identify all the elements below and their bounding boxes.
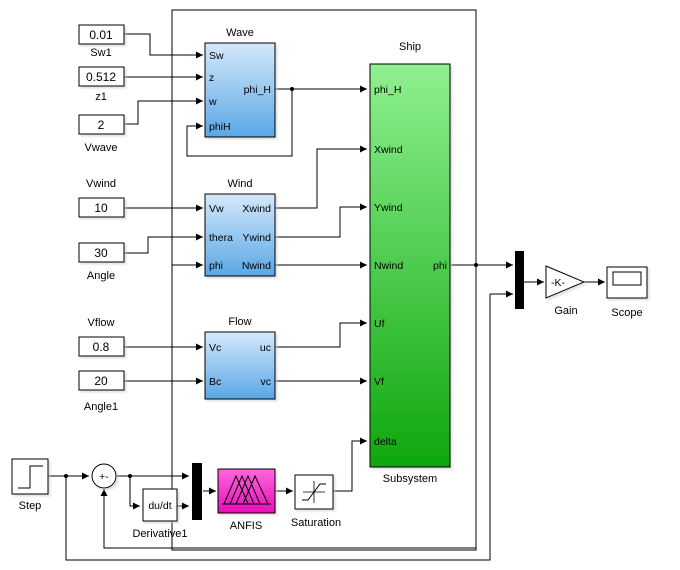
derivative-label: Derivative1 (132, 528, 187, 540)
step-block[interactable] (11, 458, 49, 495)
constant-vwind[interactable] (78, 197, 125, 218)
junction-dots (64, 87, 478, 478)
constant-angle1-value: 20 (94, 374, 108, 388)
flow-port-bc: Bc (209, 376, 221, 388)
wave-port-z: z (209, 72, 214, 84)
constant-angle1-label: Angle1 (84, 401, 118, 413)
scope-label: Scope (611, 307, 642, 319)
membership-functions-icon (222, 474, 271, 505)
sum-block[interactable] (91, 463, 117, 489)
wind-port-vw: Vw (209, 203, 224, 215)
wind-block[interactable] (204, 193, 276, 277)
wind-title: Wind (227, 178, 252, 190)
constant-angle1[interactable] (78, 370, 125, 391)
mux-output[interactable] (515, 251, 524, 309)
wave-block[interactable] (204, 42, 276, 138)
ship-title: Ship (399, 41, 421, 53)
ship-subtitle: Subsystem (383, 473, 437, 485)
derivative-symbol: du/dt (148, 500, 171, 512)
ship-port-phi-h: phi_H (374, 84, 401, 96)
scope-block[interactable] (606, 266, 648, 299)
anfis-label: ANFIS (230, 520, 262, 532)
constant-angle-value: 30 (94, 246, 108, 260)
constant-vwave-value: 2 (98, 118, 105, 132)
ship-port-xwind: Xwind (374, 144, 403, 156)
step-label: Step (19, 500, 42, 512)
saturation-block[interactable] (294, 474, 334, 510)
saturation-label: Saturation (291, 517, 341, 529)
wave-port-sw: Sw (209, 50, 224, 62)
wind-port-thera: thera (209, 232, 233, 244)
ship-port-uf: Uf (374, 318, 385, 330)
constant-vwind-value: 10 (94, 201, 108, 215)
constant-z1-value: 0.512 (86, 70, 116, 84)
constant-vwave-label: Vwave (84, 142, 117, 154)
signal-wires (48, 10, 605, 561)
ship-port-vf: Vf (374, 376, 384, 388)
constant-sw1[interactable] (78, 24, 125, 45)
wave-port-phi-h-out: phi_H (244, 84, 271, 96)
ship-port-nwind: Nwind (374, 260, 403, 272)
ship-port-delta: delta (374, 436, 397, 448)
gain-block[interactable] (545, 265, 586, 299)
wind-port-ywind: Ywind (242, 232, 271, 244)
constant-sw1-label: Sw1 (90, 47, 111, 59)
wind-port-phi: phi (209, 260, 223, 272)
constant-sw1-value: 0.01 (89, 28, 113, 42)
flow-port-vc: Vc (209, 342, 221, 354)
ship-block[interactable] (369, 63, 451, 468)
mux-input[interactable] (192, 463, 202, 520)
flow-title: Flow (228, 316, 251, 328)
constant-z1-label: z1 (95, 91, 107, 103)
constant-vflow-label: Vflow (88, 317, 115, 329)
derivative-block[interactable] (142, 488, 178, 522)
constant-vwind-label: Vwind (86, 178, 116, 190)
wave-port-w: w (208, 96, 217, 108)
constant-vwave[interactable] (78, 114, 125, 135)
constant-angle[interactable] (78, 242, 125, 263)
sum-signs: +- (99, 471, 109, 483)
gain-symbol: -K- (551, 277, 566, 289)
wave-port-phih: phiH (209, 121, 231, 133)
constant-vflow[interactable] (78, 336, 125, 357)
gain-label: Gain (554, 305, 577, 317)
flow-port-vc-out: vc (261, 376, 272, 388)
wind-port-xwind: Xwind (242, 203, 271, 215)
anfis-block[interactable] (217, 468, 276, 514)
constant-angle-label: Angle (87, 270, 115, 282)
flow-port-uc: uc (260, 342, 271, 354)
ship-port-phi-out: phi (433, 260, 447, 272)
constant-vflow-value: 0.8 (93, 340, 110, 354)
wave-title: Wave (226, 27, 254, 39)
ship-port-ywind: Ywind (374, 202, 403, 214)
constant-z1[interactable] (78, 66, 125, 87)
wind-port-nwind: Nwind (242, 260, 271, 272)
flow-block[interactable] (204, 331, 276, 400)
